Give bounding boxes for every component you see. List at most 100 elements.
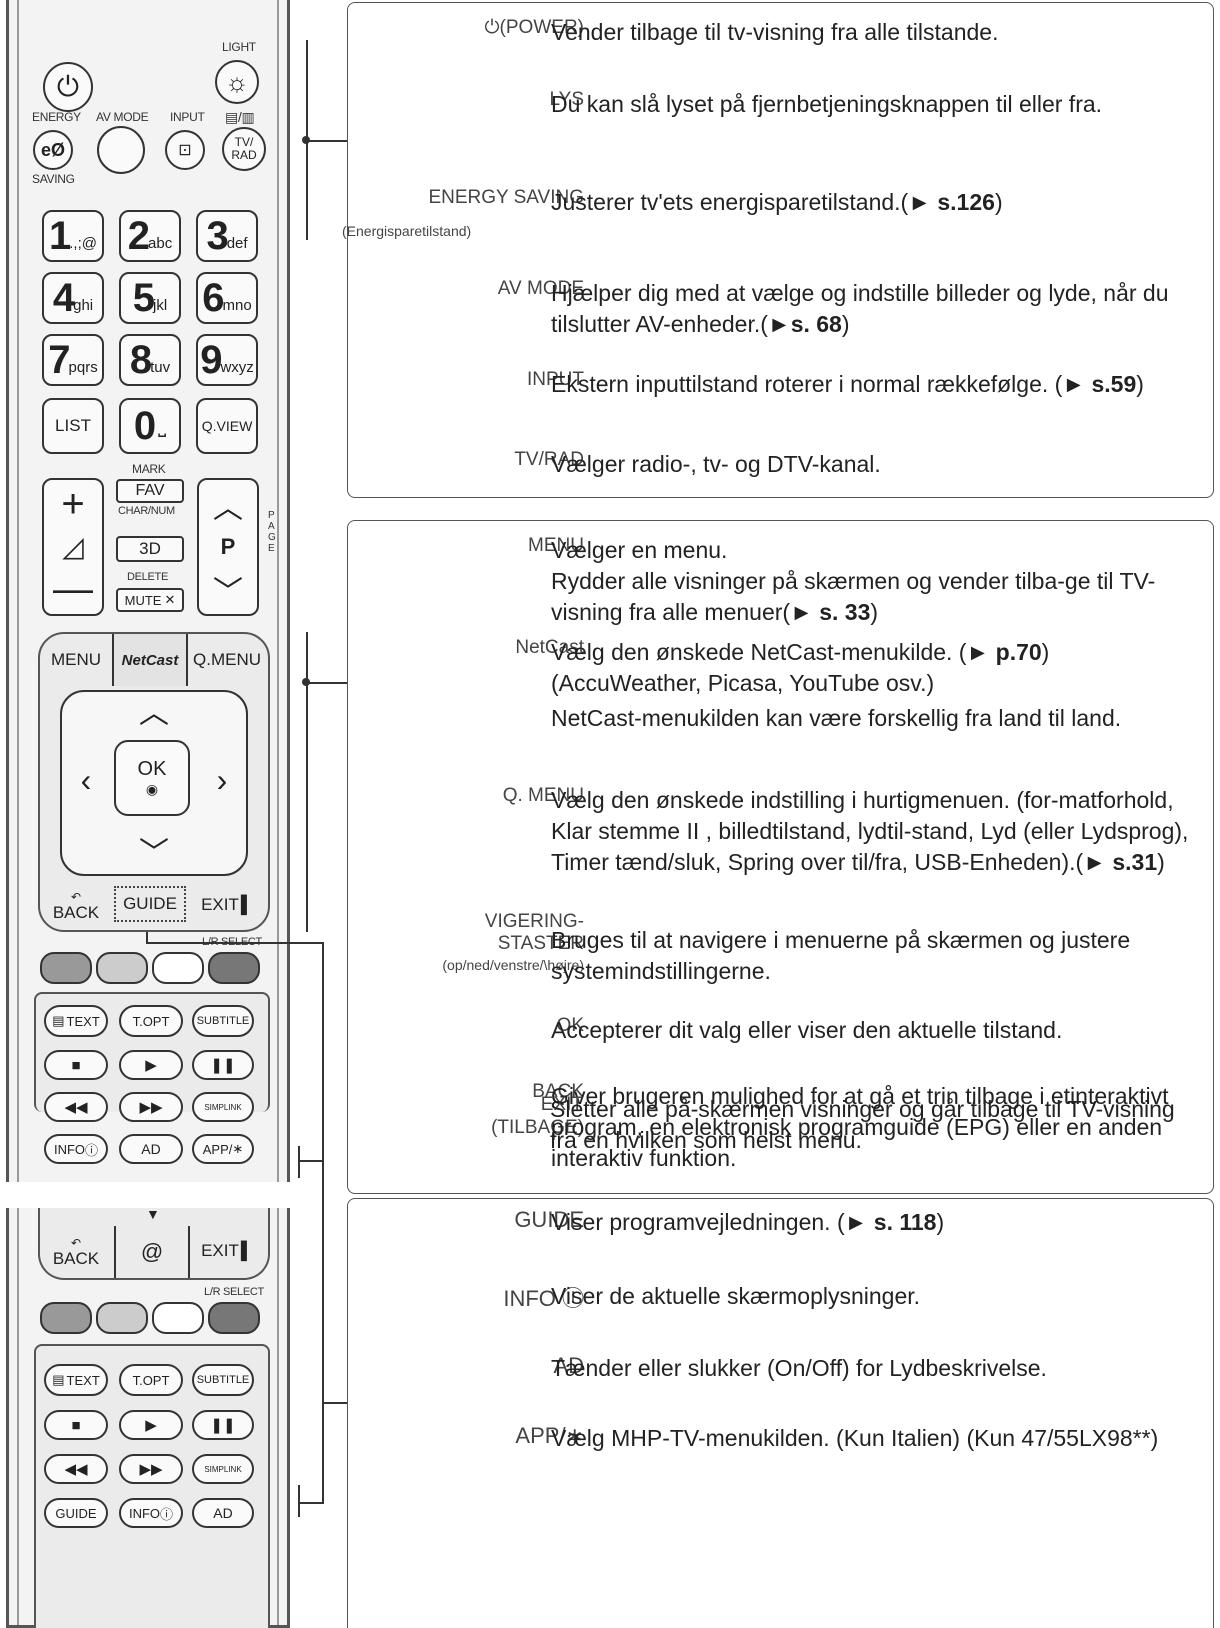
yellow-button-2[interactable] bbox=[152, 1302, 204, 1334]
description-box-1: ⏻(POWER) Vender tilbage til tv-visning f… bbox=[342, 2, 1214, 498]
rewind-button[interactable]: ◀◀ bbox=[44, 1092, 108, 1122]
play-button[interactable]: ▶ bbox=[119, 1050, 183, 1080]
arrow-icon: ► bbox=[1083, 849, 1106, 875]
green-button-2[interactable] bbox=[96, 1302, 148, 1334]
info-icon: ⓘ bbox=[85, 1142, 99, 1158]
right-arrow-icon: › bbox=[216, 761, 228, 798]
ad-button-2[interactable]: AD bbox=[192, 1498, 254, 1528]
down-arrow-button[interactable]: ﹀ bbox=[134, 832, 174, 870]
exit-icon: ▌ bbox=[240, 1241, 253, 1260]
power-icon: ⏻ bbox=[56, 70, 80, 102]
ok-button[interactable]: OK ◉ bbox=[114, 740, 190, 816]
menu-button[interactable]: MENU bbox=[50, 650, 102, 669]
volume-rocker[interactable]: + ◿ — bbox=[42, 478, 104, 616]
blue-button-2[interactable] bbox=[208, 1302, 260, 1334]
up-arrow-icon: ︿ bbox=[139, 697, 169, 730]
light-button[interactable]: ☼ bbox=[215, 60, 259, 104]
yellow-button[interactable] bbox=[152, 952, 204, 984]
stop-button-2[interactable]: ■ bbox=[44, 1410, 108, 1440]
fast-forward-icon: ▶▶ bbox=[139, 1099, 163, 1116]
list-button[interactable]: LIST bbox=[42, 398, 104, 454]
play-icon: ▶ bbox=[145, 1057, 157, 1074]
3d-button[interactable]: 3D bbox=[116, 536, 184, 562]
fast-forward-button[interactable]: ▶▶ bbox=[119, 1092, 183, 1122]
channel-up-icon: ︿ bbox=[213, 492, 243, 526]
saving-label: SAVING bbox=[32, 172, 75, 186]
ok-dot-icon: ◉ bbox=[145, 781, 159, 797]
down-small-icon: ▼ bbox=[146, 1206, 160, 1222]
input-button[interactable]: ⊡ bbox=[165, 130, 205, 170]
blue-button[interactable] bbox=[208, 952, 260, 984]
pause-icon: ❚❚ bbox=[210, 1057, 236, 1074]
at-button[interactable]: @ bbox=[114, 1226, 190, 1278]
fav-button[interactable]: FAV bbox=[116, 479, 184, 503]
av-mode-button[interactable] bbox=[97, 126, 145, 174]
left-arrow-button[interactable]: ‹ bbox=[68, 760, 104, 800]
t-opt-button[interactable]: T.OPT bbox=[119, 1005, 183, 1037]
space-icon: ⎵ bbox=[158, 414, 167, 437]
red-button[interactable] bbox=[40, 952, 92, 984]
simplink-button[interactable]: SIMPLINK bbox=[192, 1092, 254, 1122]
right-arrow-button[interactable]: › bbox=[204, 760, 240, 800]
app-button[interactable]: APP/∗ bbox=[192, 1134, 254, 1164]
guide-button-2[interactable]: GUIDE bbox=[44, 1498, 108, 1528]
tv-rad-button[interactable]: TV/ RAD bbox=[222, 127, 266, 171]
leaf-icon: eØ bbox=[40, 139, 65, 160]
up-arrow-button[interactable]: ︿ bbox=[134, 692, 174, 730]
char-num-label: CHAR/NUM bbox=[118, 505, 175, 517]
simplink-button-2[interactable]: SIMPLINK bbox=[192, 1454, 254, 1484]
left-arrow-icon: ‹ bbox=[80, 761, 92, 798]
back-button-2[interactable]: ↶ BACK bbox=[52, 1236, 100, 1268]
subtitle-button-2[interactable]: SUBTITLE bbox=[192, 1364, 254, 1396]
description-box-2: MENU Vælger en menu.Rydder alle visninge… bbox=[347, 520, 1214, 1194]
pause-button-2[interactable]: ❚❚ bbox=[192, 1410, 254, 1440]
t-opt-button-2[interactable]: T.OPT bbox=[119, 1364, 183, 1396]
guide-button[interactable]: GUIDE bbox=[114, 886, 186, 922]
exit-button[interactable]: EXIT▌ bbox=[201, 895, 253, 914]
power-button[interactable]: ⏻ bbox=[43, 62, 93, 112]
delete-label: DELETE bbox=[127, 571, 168, 583]
arrow-icon: ► bbox=[790, 599, 813, 625]
down-arrow-icon: ﹀ bbox=[139, 837, 169, 870]
rewind-button-2[interactable]: ◀◀ bbox=[44, 1454, 108, 1484]
number-1-button[interactable]: 1.,;@ bbox=[42, 210, 104, 262]
pause-button[interactable]: ❚❚ bbox=[192, 1050, 254, 1080]
remote-cut bbox=[0, 1182, 292, 1208]
minus-icon: — bbox=[53, 567, 93, 612]
green-button[interactable] bbox=[96, 952, 148, 984]
av-mode-label: AV MODE bbox=[96, 110, 149, 124]
info-icon: ⓘ bbox=[160, 1506, 174, 1522]
q-menu-button[interactable]: Q.MENU bbox=[193, 650, 261, 669]
ad-button[interactable]: AD bbox=[119, 1134, 183, 1164]
netcast-button[interactable]: NetCast bbox=[112, 634, 188, 686]
energy-saving-button[interactable]: eØ bbox=[33, 130, 73, 170]
red-button-2[interactable] bbox=[40, 1302, 92, 1334]
text-button[interactable]: ▤TEXT bbox=[44, 1005, 108, 1037]
fast-forward-button-2[interactable]: ▶▶ bbox=[119, 1454, 183, 1484]
text-button-2[interactable]: ▤TEXT bbox=[44, 1364, 108, 1396]
fast-forward-icon: ▶▶ bbox=[139, 1461, 163, 1478]
arrow-icon: ► bbox=[966, 639, 990, 665]
stop-button[interactable]: ■ bbox=[44, 1050, 108, 1080]
zero-button[interactable]: 0⎵ bbox=[119, 398, 181, 454]
q-view-button[interactable]: Q.VIEW bbox=[196, 398, 258, 454]
teletext-icon: ▤ bbox=[52, 1013, 65, 1028]
exit-button-2[interactable]: EXIT▌ bbox=[201, 1241, 253, 1260]
back-button[interactable]: ↶ BACK bbox=[52, 890, 100, 922]
play-button-2[interactable]: ▶ bbox=[119, 1410, 183, 1440]
description-box-3: GUIDE Viser programvejledningen. (► s. 1… bbox=[347, 1198, 1214, 1628]
channel-rocker[interactable]: ︿ P ﹀ bbox=[197, 478, 259, 616]
mute-button[interactable]: MUTE✕ bbox=[116, 588, 184, 612]
arrow-icon: ► bbox=[908, 189, 931, 215]
subtitle-button[interactable]: SUBTITLE bbox=[192, 1005, 254, 1037]
